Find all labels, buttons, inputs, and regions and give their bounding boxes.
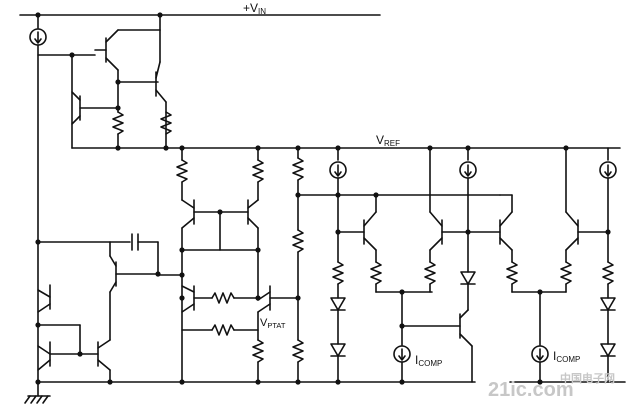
transistor-q7-vptat [257,285,299,313]
transistor-q15 [499,211,513,251]
transistor-q10 [37,341,99,371]
transistor-q1 [94,29,119,71]
diode-d1 [330,297,346,311]
label-vin: +VIN [243,1,266,16]
resistor-r9 [292,229,304,253]
ground-symbol [24,381,51,404]
junction-dots [35,12,611,385]
resistor-r11 [332,261,344,285]
label-vref: VREF [376,133,400,148]
current-source-col2-top [459,161,477,179]
resistor-r16 [602,261,614,285]
diode-d2 [330,343,346,357]
transistor-q9 [37,284,51,313]
resistor-r1 [112,111,124,135]
transistor-q3 [71,91,119,125]
transistor-q13 [429,211,443,251]
watermark-text: 21ic.com [488,379,574,401]
resistor-r14 [506,261,518,285]
resistor-r12 [370,261,382,285]
transistor-q5 [247,199,259,229]
transistor-q4 [181,199,195,229]
resistor-r6 [211,324,235,336]
current-source-icomp2 [531,345,549,363]
label-icomp-2: ICOMP [553,349,580,364]
current-source-icomp1 [393,345,411,363]
transistor-q2 [155,29,167,103]
label-icomp-1: ICOMP [415,353,442,368]
resistor-r2 [160,111,172,135]
resistor-r15 [560,261,572,285]
label-vptat: VPTAT [260,317,286,330]
resistor-r10 [292,339,304,363]
transistor-q14-output [401,309,473,347]
resistor-r5 [211,292,235,304]
resistor-r8 [292,157,304,181]
resistor-r4 [252,159,264,183]
transistor-q12 [363,211,377,251]
transistor-q16 [565,211,579,251]
transistor-q8 [109,255,159,293]
watermark-cn-text: 中国电子网 [560,371,615,385]
current-source-comp1-top [329,161,347,179]
transistor-q11 [97,339,111,371]
resistor-r13 [424,261,436,285]
diode-d3 [460,271,476,285]
diode-d5 [600,343,616,357]
resistor-r3 [176,159,188,183]
capacitor-c1 [131,233,139,251]
current-source-top-left [29,28,47,46]
watermark: 21ic.com 中国电子网 [488,371,615,401]
diode-d4 [600,297,616,311]
current-source-col3-top [599,161,617,179]
resistor-r7 [252,339,264,363]
